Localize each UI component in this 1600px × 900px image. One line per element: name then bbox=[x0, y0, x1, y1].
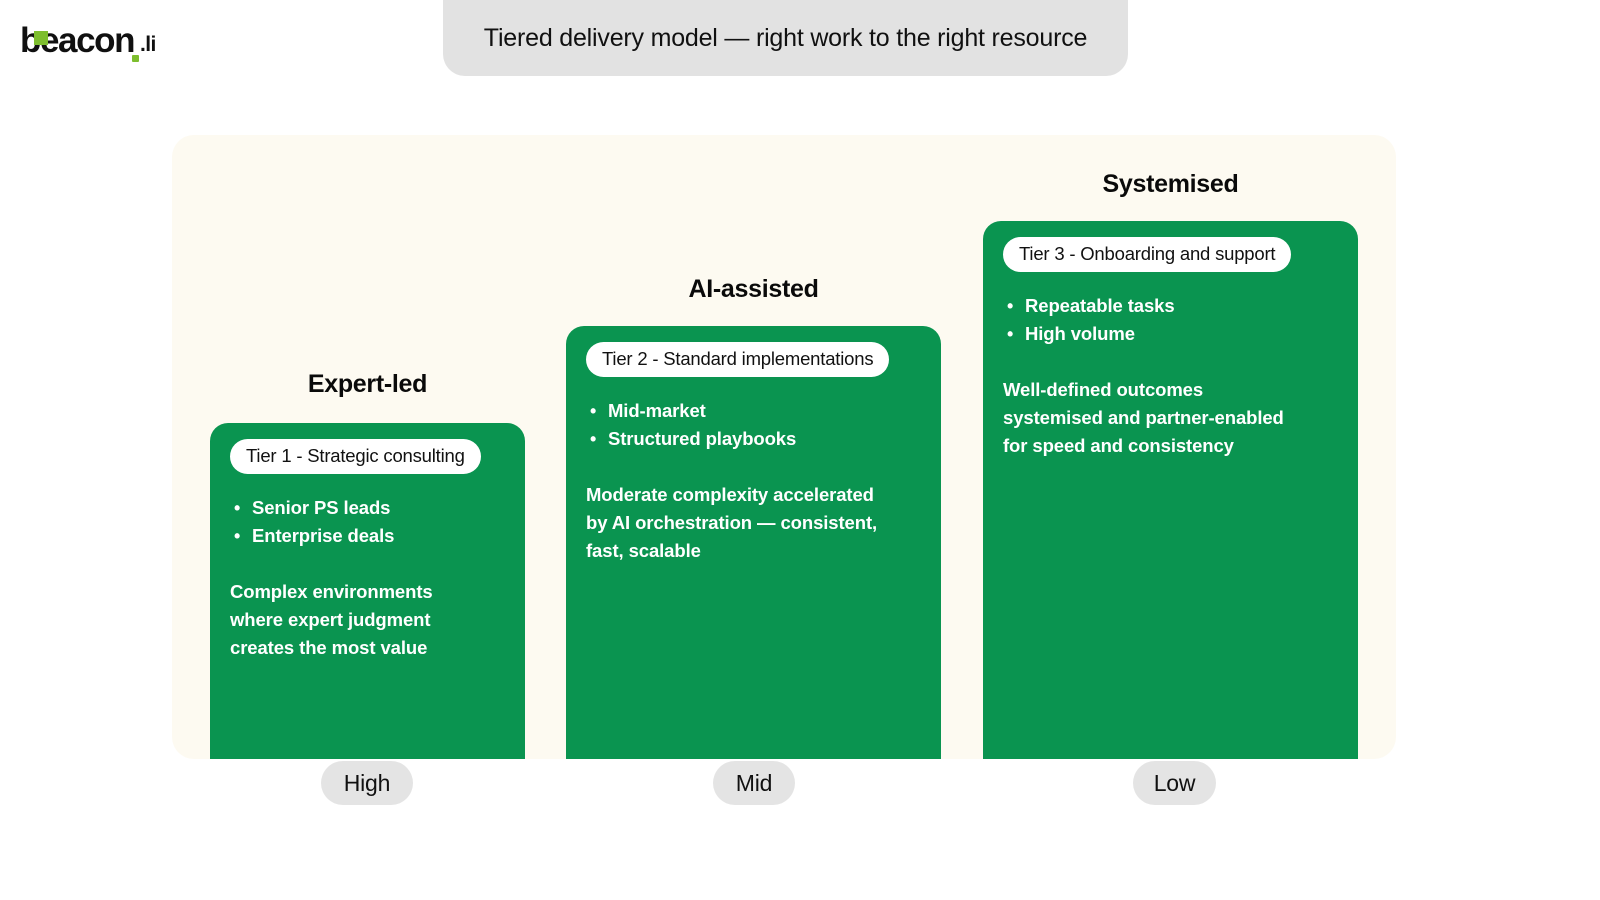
tier-bullet-item: High volume bbox=[1003, 320, 1338, 348]
tier-card-2[interactable]: Tier 2 - Standard implementations Mid-ma… bbox=[566, 326, 941, 759]
complexity-pill-label: Low bbox=[1153, 769, 1196, 796]
tier-bullet-list-1: Senior PS leads Enterprise deals bbox=[230, 494, 505, 550]
tier-heading-1: Expert-led bbox=[307, 370, 428, 398]
tier-heading-3: Systemised bbox=[1102, 170, 1239, 198]
tier-bullet-list-2: Mid-market Structured playbooks bbox=[586, 397, 921, 453]
page-title: Tiered delivery model — right work to th… bbox=[483, 23, 1088, 52]
tier-pill-1: Tier 1 - Strategic consulting bbox=[230, 439, 481, 474]
tier-description-1: Complex environments where expert judgme… bbox=[230, 581, 433, 658]
title-banner: Tiered delivery model — right work to th… bbox=[443, 0, 1128, 76]
tier-description-2: Moderate complexity accelerated by AI or… bbox=[586, 484, 878, 561]
logo-green-dot-icon bbox=[132, 55, 139, 62]
tier-bullet-item: Structured playbooks bbox=[586, 425, 921, 453]
complexity-pill-label: Mid bbox=[735, 769, 773, 796]
tier-bullet-list-3: Repeatable tasks High volume bbox=[1003, 292, 1338, 348]
complexity-pill-label: High bbox=[343, 769, 391, 796]
tier-pill-2: Tier 2 - Standard implementations bbox=[586, 342, 890, 377]
tier-bullet-item: Senior PS leads bbox=[230, 494, 505, 522]
tier-description-3: Well-defined outcomes systemised and par… bbox=[1003, 379, 1284, 456]
tier-card-1[interactable]: Tier 1 - Strategic consulting Senior PS … bbox=[210, 423, 525, 759]
logo-tld: .li bbox=[140, 33, 156, 56]
brand-logo: beacon .li bbox=[20, 21, 170, 62]
tier-bullet-item: Mid-market bbox=[586, 397, 921, 425]
complexity-pill-low: Low bbox=[1133, 761, 1216, 805]
tier-heading-2: AI-assisted bbox=[688, 275, 819, 303]
tier-bullet-item: Repeatable tasks bbox=[1003, 292, 1338, 320]
tier-pill-3: Tier 3 - Onboarding and support bbox=[1003, 237, 1292, 272]
logo-mark: beacon .li bbox=[20, 21, 170, 62]
complexity-pill-high: High bbox=[321, 761, 413, 805]
tier-bullet-item: Enterprise deals bbox=[230, 522, 505, 550]
complexity-pill-mid: Mid bbox=[713, 761, 795, 805]
logo-green-square-icon bbox=[34, 31, 48, 45]
tier-card-3[interactable]: Tier 3 - Onboarding and support Repeatab… bbox=[983, 221, 1358, 759]
